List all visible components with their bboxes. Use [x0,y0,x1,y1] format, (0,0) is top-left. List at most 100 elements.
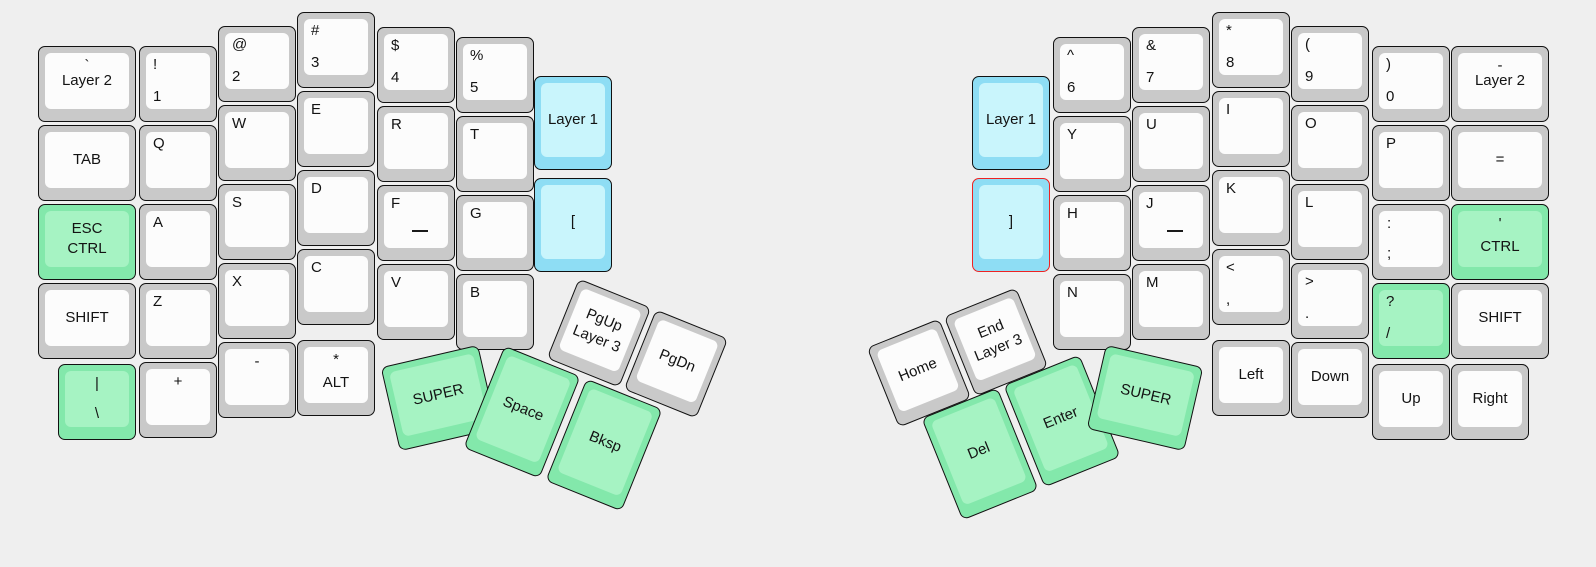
key-legend: W [232,115,247,132]
key-v[interactable]: V [377,264,455,340]
key-bracket-left[interactable]: [ [534,178,612,272]
keycap: Layer 1 [979,83,1043,157]
key-period[interactable]: >. [1291,263,1369,339]
key-0-paren[interactable]: )0 [1372,46,1450,122]
key-legend: ? [1386,293,1395,310]
key-b[interactable]: B [456,274,534,350]
key-e[interactable]: E [297,91,375,167]
keycap: + [146,369,210,425]
key-legend: Layer 2 [61,72,113,90]
key-legend: $ [391,37,400,54]
key-p[interactable]: P [1372,125,1450,201]
keycap: F [384,192,448,248]
key-m[interactable]: M [1132,264,1210,340]
key-legend: Layer 1 [547,111,599,129]
key-x[interactable]: X [218,263,296,339]
key-legend: Layer 1 [985,111,1037,129]
key-semicolon[interactable]: :; [1372,204,1450,280]
key-plus[interactable]: + [139,362,217,438]
keycap: !1 [146,53,210,109]
key-d[interactable]: D [297,170,375,246]
key-1-excl[interactable]: !1 [139,46,217,122]
keycap: |\ [65,371,129,427]
key-shift-left[interactable]: SHIFT [38,283,136,359]
key-legend: ALT [322,374,350,392]
key-legend: G [470,205,482,222]
keycap: 'CTRL [1458,211,1542,267]
key-f[interactable]: F [377,185,455,261]
key-z[interactable]: Z [139,283,217,359]
key-9-paren[interactable]: (9 [1291,26,1369,102]
key-a[interactable]: A [139,204,217,280]
key-legend: Right [1472,390,1508,408]
key-l[interactable]: L [1291,184,1369,260]
key-equals[interactable]: = [1451,125,1549,201]
keycap: P [1379,132,1443,188]
key-tab[interactable]: TAB [38,125,136,201]
keycap: M [1139,271,1203,327]
key-pipe-backslash[interactable]: |\ [58,364,136,440]
key-s[interactable]: S [218,184,296,260]
key-legend: Del [965,438,993,463]
key-right[interactable]: Right [1451,364,1529,440]
key-4-dollar[interactable]: $4 [377,27,455,103]
key-y[interactable]: Y [1053,116,1131,192]
key-left[interactable]: Left [1212,340,1290,416]
key-q[interactable]: Q [139,125,217,201]
key-legend: SUPER [411,380,466,409]
key-esc-ctrl[interactable]: ESC CTRL [38,204,136,280]
keycap: (9 [1298,33,1362,89]
key-h[interactable]: H [1053,195,1131,271]
key-layer1-left[interactable]: Layer 1 [534,76,612,170]
key-legend: , [1226,291,1231,309]
key-down[interactable]: Down [1291,342,1369,418]
key-legend: 4 [391,69,400,87]
keycap: $4 [384,34,448,90]
key-legend: SHIFT [65,309,109,327]
key-comma[interactable]: <, [1212,249,1290,325]
key-o[interactable]: O [1291,105,1369,181]
key-layer2-minus[interactable]: -Layer 2 [1451,46,1549,122]
key-legend: S [232,194,243,211]
key-quote-ctrl[interactable]: 'CTRL [1451,204,1549,280]
key-w[interactable]: W [218,105,296,181]
key-i[interactable]: I [1212,91,1290,167]
key-minus[interactable]: - [218,342,296,418]
key-slash[interactable]: ?/ [1372,283,1450,359]
key-2-at[interactable]: @2 [218,26,296,102]
key-j[interactable]: J [1132,185,1210,261]
key-legend: N [1067,284,1078,301]
key-8-star[interactable]: *8 [1212,12,1290,88]
key-c[interactable]: C [297,249,375,325]
key-legend: U [1146,116,1157,133]
keycap: #3 [304,19,368,75]
key-t[interactable]: T [456,116,534,192]
key-legend: # [311,22,320,39]
key-legend: SHIFT [1478,309,1522,327]
keycap: <, [1219,256,1283,312]
key-n[interactable]: N [1053,274,1131,350]
key-7-amp[interactable]: &7 [1132,27,1210,103]
key-layer1-right[interactable]: Layer 1 [972,76,1050,170]
keycap: SUPER [1096,353,1195,437]
key-layer2-grave[interactable]: `Layer 2 [38,46,136,122]
key-legend: Up [1401,390,1421,408]
key-6-caret[interactable]: ^6 [1053,37,1131,113]
key-g[interactable]: G [456,195,534,271]
key-bracket-right[interactable]: ] [972,178,1050,272]
key-k[interactable]: K [1212,170,1290,246]
keycap: D [304,177,368,233]
key-up[interactable]: Up [1372,364,1450,440]
key-shift-right[interactable]: SHIFT [1451,283,1549,359]
key-5-percent[interactable]: %5 [456,37,534,113]
keycap: Del [930,396,1028,506]
key-u[interactable]: U [1132,106,1210,182]
key-legend: ) [1386,56,1391,73]
key-legend: P [1386,135,1397,152]
keycap: ^6 [1060,44,1124,100]
key-legend: * [1226,22,1232,39]
key-r[interactable]: R [377,106,455,182]
keycap: )0 [1379,53,1443,109]
key-alt[interactable]: *ALT [297,340,375,416]
key-3-hash[interactable]: #3 [297,12,375,88]
